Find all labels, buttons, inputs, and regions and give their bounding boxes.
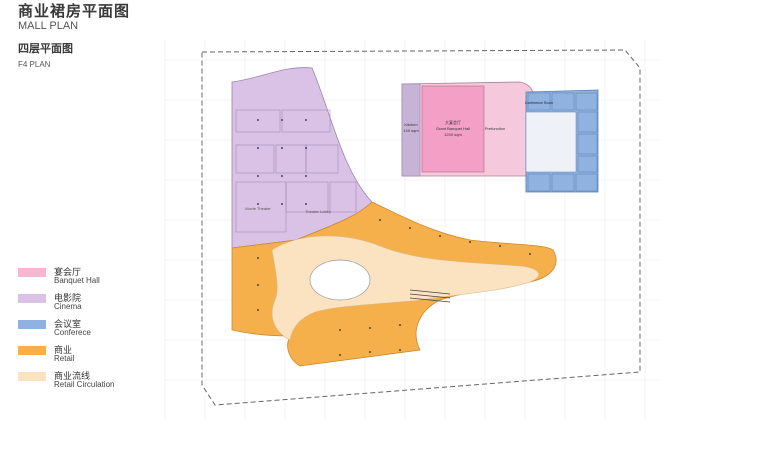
conference-core <box>525 111 577 173</box>
legend-label-en: Banquet Hall <box>54 276 100 285</box>
legend-label-cn: 会议室 <box>54 319 82 329</box>
legend-label-cn: 商业流线 <box>54 371 91 381</box>
legend-label-en: Retail <box>54 354 75 363</box>
legend-label-cn: 商业 <box>54 345 73 355</box>
legend-swatch-banquet <box>18 268 46 277</box>
legend-label-en: Conferece <box>54 328 91 337</box>
floor-title: 四层平面图 <box>18 43 73 55</box>
banquet-name-en: Grant Banquet Hall <box>436 126 470 131</box>
escalators <box>409 289 451 303</box>
banquet-area: 1200 sqm <box>444 132 462 137</box>
legend-label-en: Retail Circulation <box>54 380 115 389</box>
legend-swatch-retail-circulation <box>18 372 46 381</box>
legend-label-cn: 电影院 <box>54 293 82 303</box>
legend-swatch-cinema <box>18 294 46 303</box>
theater-lobby-label: Theater Lobby <box>305 209 331 214</box>
kitchen-area: 140 sqm <box>403 128 419 133</box>
cinema-hall-label: Movie Theater <box>245 206 271 211</box>
conference-rooms <box>527 92 598 192</box>
cinema-halls <box>235 109 357 233</box>
floor-subtitle: F4 PLAN <box>18 60 51 69</box>
page-title: 商业裙房平面图 <box>18 3 131 20</box>
atrium-void <box>309 259 371 301</box>
banquet-hall <box>421 85 485 173</box>
legend-label-en: Cinema <box>54 302 82 311</box>
site-boundary <box>201 49 641 406</box>
kitchen-label: Kitchen <box>404 122 417 127</box>
banquet-name-cn: 大宴会厅 <box>445 119 461 125</box>
legend-label-cn: 宴会厅 <box>54 267 82 277</box>
prefunction-label: Prefunction <box>485 126 505 131</box>
legend-swatch-conference <box>18 320 46 329</box>
kitchen-zone <box>401 83 421 177</box>
legend-swatch-retail <box>18 346 46 355</box>
conference-room-label: Conference Room <box>525 101 553 105</box>
page-subtitle: MALL PLAN <box>18 20 79 32</box>
columns <box>257 119 531 356</box>
